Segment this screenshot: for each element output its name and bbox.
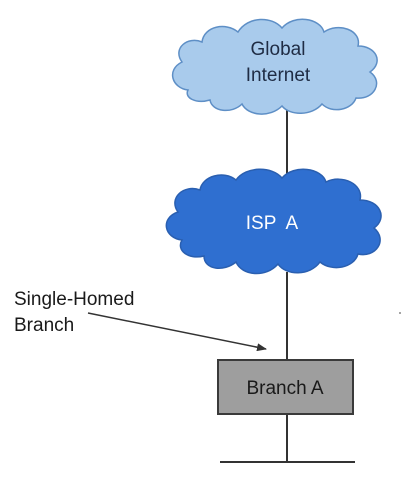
annotation-arrow <box>87 312 267 352</box>
global-cloud-label-line1: Global <box>251 39 306 60</box>
annotation-label-line2: Branch <box>14 315 74 336</box>
global-cloud-label-line2: Internet <box>246 65 311 86</box>
global-cloud-shape <box>171 18 378 115</box>
global-internet-cloud: Global Internet <box>171 18 378 115</box>
isp-a-cloud: ISP A <box>165 168 382 275</box>
branch-box-rect <box>217 359 354 415</box>
isp-cloud-shape <box>165 168 382 275</box>
branch-box-label: Branch A <box>246 378 323 399</box>
branch-a-box: Branch A <box>217 359 354 415</box>
stray-dot <box>399 312 401 314</box>
annotation-label-line1: Single-Homed <box>14 289 134 310</box>
isp-cloud-label: ISP A <box>246 213 299 234</box>
